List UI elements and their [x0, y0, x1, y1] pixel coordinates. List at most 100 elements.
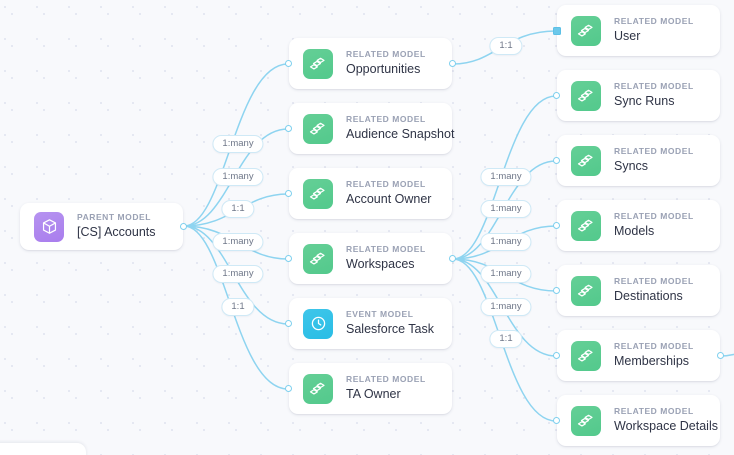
node-kind-label: EVENT MODEL	[346, 308, 414, 319]
connector-port-left[interactable]	[285, 190, 292, 197]
node-kind-label: RELATED MODEL	[614, 80, 694, 91]
node-kind-label: PARENT MODEL	[77, 211, 151, 222]
rel-parent-account-owner[interactable]: 1:1	[221, 200, 255, 218]
node-text: RELATED MODEL Syncs	[614, 146, 694, 175]
stacked-layers-icon	[571, 15, 601, 46]
rel-parent-opportunities[interactable]: 1:many	[212, 135, 264, 153]
node-title-label: TA Owner	[346, 386, 401, 401]
node-kind-label: RELATED MODEL	[614, 210, 694, 221]
connector-port-right[interactable]	[717, 352, 724, 359]
node-text: RELATED MODEL Destinations	[614, 276, 694, 305]
connector-port-left[interactable]	[553, 417, 560, 424]
connector-port-left[interactable]	[553, 287, 560, 294]
node-text: RELATED MODEL Audience Snapshot	[346, 113, 455, 143]
connector-port-right[interactable]	[180, 223, 187, 230]
node-salesforce-task[interactable]: EVENT MODEL Salesforce Task	[285, 298, 452, 349]
rel-parent-salesforce-task[interactable]: 1:many	[212, 265, 264, 283]
stacked-layers-icon	[571, 405, 601, 436]
node-title-label: Memberships	[614, 353, 690, 368]
node-title-label: User	[614, 28, 641, 43]
node-title-label: [CS] Accounts	[77, 224, 156, 239]
node-text: RELATED MODEL Memberships	[614, 341, 694, 370]
rel-parent-ta-owner[interactable]: 1:1	[221, 298, 255, 316]
connector-port-left[interactable]	[553, 157, 560, 164]
stacked-layers-icon	[571, 80, 601, 111]
node-kind-label: RELATED MODEL	[346, 178, 426, 189]
node-kind-label: RELATED MODEL	[346, 243, 426, 254]
node-title-label: Sync Runs	[614, 93, 675, 108]
node-text: RELATED MODEL Sync Runs	[614, 81, 694, 110]
node-text: RELATED MODEL User	[614, 16, 694, 45]
node-kind-label: RELATED MODEL	[614, 15, 694, 26]
node-workspace-details[interactable]: RELATED MODEL Workspace Details	[553, 395, 720, 446]
node-title-label: Salesforce Task	[346, 321, 435, 336]
connector-port-right[interactable]	[449, 255, 456, 262]
node-title-label: Syncs	[614, 158, 649, 173]
connector-port-left[interactable]	[553, 222, 560, 229]
node-kind-label: RELATED MODEL	[614, 275, 694, 286]
node-user[interactable]: RELATED MODEL User	[553, 5, 720, 56]
node-title-label: Workspace Details	[614, 418, 718, 433]
rel-workspaces-sync-runs[interactable]: 1:many	[480, 168, 532, 186]
connector-port-left[interactable]	[285, 255, 292, 262]
node-text: RELATED MODEL Workspace Details	[614, 405, 718, 435]
node-parent[interactable]: PARENT MODEL [CS] Accounts	[20, 203, 187, 250]
node-title-label: Account Owner	[346, 191, 432, 206]
rel-parent-workspaces[interactable]: 1:many	[212, 233, 264, 251]
stacked-layers-icon	[571, 145, 601, 176]
rel-workspaces-models[interactable]: 1:many	[480, 233, 532, 251]
node-text: RELATED MODEL TA Owner	[346, 374, 426, 403]
node-kind-label: RELATED MODEL	[346, 48, 426, 59]
node-kind-label: RELATED MODEL	[614, 340, 694, 351]
node-memberships[interactable]: RELATED MODEL Memberships	[553, 330, 724, 381]
stacked-layers-icon	[303, 113, 333, 144]
stacked-layers-icon	[303, 48, 333, 79]
node-syncs[interactable]: RELATED MODEL Syncs	[553, 135, 720, 186]
rel-workspaces-wsdetails[interactable]: 1:1	[489, 330, 523, 348]
node-kind-label: RELATED MODEL	[346, 373, 426, 384]
node-title-label: Workspaces	[346, 256, 415, 271]
node-ta-owner[interactable]: RELATED MODEL TA Owner	[285, 363, 452, 414]
connector-port-right[interactable]	[449, 60, 456, 67]
connector-port-left[interactable]	[285, 320, 292, 327]
node-workspaces[interactable]: RELATED MODEL Workspaces	[285, 233, 456, 284]
stacked-layers-icon	[303, 243, 333, 274]
node-text: RELATED MODEL Account Owner	[346, 179, 431, 208]
node-audience-snapshot[interactable]: RELATED MODEL Audience Snapshot	[285, 103, 455, 154]
connector-port-left[interactable]	[285, 385, 292, 392]
connector-port-left[interactable]	[553, 26, 561, 35]
node-text: PARENT MODEL [CS] Accounts	[77, 212, 156, 241]
stacked-layers-icon	[303, 373, 333, 404]
rel-parent-audience-snapshot[interactable]: 1:many	[212, 168, 264, 186]
node-sync-runs[interactable]: RELATED MODEL Sync Runs	[553, 70, 720, 121]
rel-workspaces-destinations[interactable]: 1:many	[480, 265, 532, 283]
node-kind-label: RELATED MODEL	[614, 405, 694, 416]
stacked-layers-icon	[303, 178, 333, 209]
node-text: EVENT MODEL Salesforce Task	[346, 309, 434, 338]
cube-icon	[34, 211, 64, 242]
clock-icon	[303, 308, 333, 339]
connector-port-left[interactable]	[553, 352, 560, 359]
node-title-label: Models	[614, 223, 655, 238]
node-text: RELATED MODEL Workspaces	[346, 244, 426, 273]
node-models[interactable]: RELATED MODEL Models	[553, 200, 720, 251]
connector-port-left[interactable]	[285, 125, 292, 132]
node-kind-label: RELATED MODEL	[346, 113, 426, 124]
node-text: RELATED MODEL Models	[614, 211, 694, 240]
node-title-label: Destinations	[614, 288, 683, 303]
connector-port-left[interactable]	[553, 92, 560, 99]
node-account-owner[interactable]: RELATED MODEL Account Owner	[285, 168, 452, 219]
stacked-layers-icon	[571, 210, 601, 241]
connector-port-left[interactable]	[285, 60, 292, 67]
bottom-left-panel[interactable]	[0, 443, 86, 455]
node-destinations[interactable]: RELATED MODEL Destinations	[553, 265, 720, 316]
stacked-layers-icon	[571, 275, 601, 306]
rel-workspaces-syncs[interactable]: 1:many	[480, 200, 532, 218]
rel-workspaces-memberships[interactable]: 1:many	[480, 298, 532, 316]
node-kind-label: RELATED MODEL	[614, 145, 694, 156]
node-title-label: Audience Snapshot	[346, 126, 455, 141]
rel-opportunities-user[interactable]: 1:1	[489, 37, 523, 55]
